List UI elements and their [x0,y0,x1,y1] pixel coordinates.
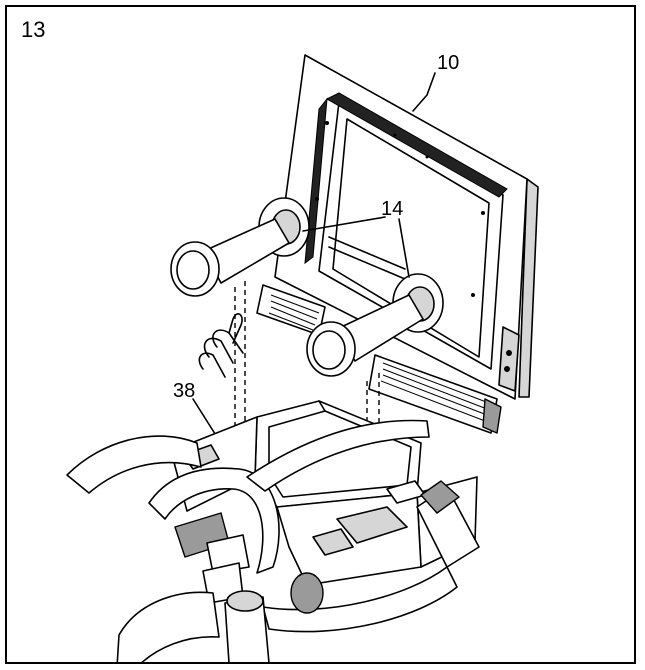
wire-bracket [198,313,244,378]
knob-screw-left [170,197,310,297]
step-number: 13 [21,17,46,42]
assembly-drawing: 10 14 38 [66,52,539,662]
callout-screws: 14 [381,198,403,220]
callout-console: 10 [437,52,459,74]
knob-screw-right [306,273,444,377]
handlebar-tray [66,400,480,662]
instruction-step-frame: 13 [5,5,636,664]
callout-handlebar-wire: 38 [173,380,195,402]
